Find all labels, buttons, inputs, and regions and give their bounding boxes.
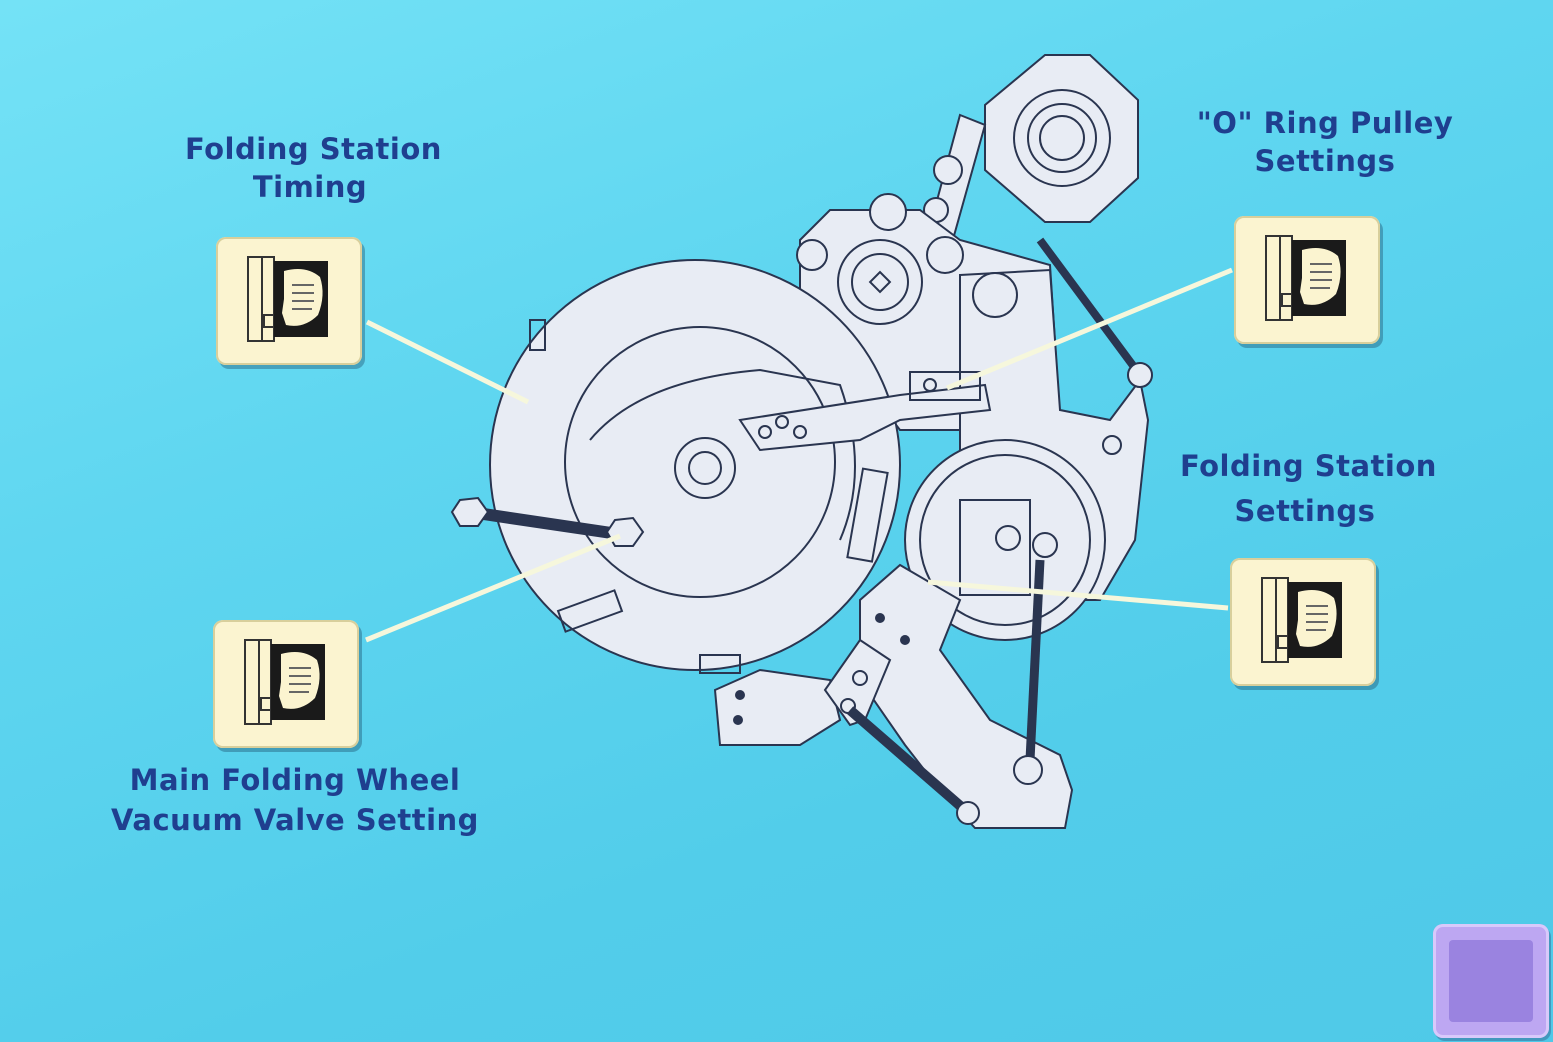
folding-station-settings-label: Folding Station Settings	[1180, 444, 1437, 534]
main-folding-wheel	[489, 259, 901, 671]
label-line: Folding Station	[1180, 449, 1437, 483]
timing-callout-line	[365, 319, 530, 405]
document-note-icon	[1265, 235, 1346, 321]
document-note-icon	[1261, 577, 1342, 663]
label-line: Folding Station	[185, 132, 442, 166]
o-ring-pulley-settings-label: "O" Ring Pulley Settings	[1190, 104, 1460, 180]
label-line: Vacuum Valve Setting	[111, 803, 479, 837]
upper-motor-housing	[984, 54, 1139, 223]
vacuum-callout-line	[365, 533, 621, 643]
folding-station-timing-label: Folding Station Timing	[185, 130, 442, 206]
document-note-icon	[247, 256, 328, 342]
vacuum-note-button[interactable]	[213, 620, 359, 748]
document-note-icon	[244, 639, 325, 725]
station-settings-note-button[interactable]	[1230, 558, 1376, 686]
label-line: Settings	[1254, 144, 1396, 178]
station-settings-callout-line	[927, 579, 1229, 611]
navigation-square-icon	[1449, 940, 1533, 1022]
timing-note-button[interactable]	[216, 237, 362, 365]
label-line: Timing	[252, 170, 368, 204]
vacuum-valve-setting-label: Main Folding Wheel Vacuum Valve Setting	[110, 760, 480, 840]
label-line: Main Folding Wheel	[129, 763, 461, 797]
pulley-callout-line	[946, 267, 1233, 391]
navigation-square-button[interactable]	[1433, 924, 1549, 1038]
label-line: "O" Ring Pulley	[1196, 106, 1454, 140]
label-line: Settings	[1234, 494, 1376, 528]
pulley-note-button[interactable]	[1234, 216, 1380, 344]
